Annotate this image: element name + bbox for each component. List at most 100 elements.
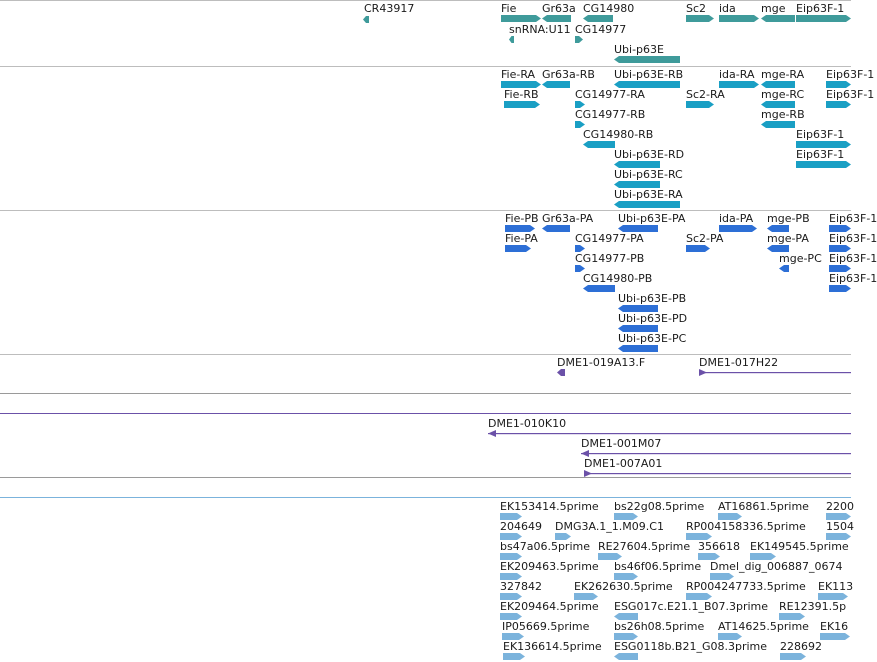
feature-glyph — [826, 101, 851, 108]
feature-label: 1504 — [826, 520, 854, 533]
feature-glyph — [779, 265, 789, 272]
feature-label: CG14977-PA — [575, 232, 644, 245]
feature-label: Fie — [501, 2, 517, 15]
feature-label: CG14977 — [575, 23, 627, 36]
feature-label: 327842 — [500, 580, 542, 593]
feature-label: CG14980-PB — [583, 272, 653, 285]
feature-label: EK209464.5prime — [500, 600, 599, 613]
feature-label: mge-RA — [761, 68, 805, 81]
feature-glyph — [750, 553, 776, 560]
feature-glyph — [555, 533, 571, 540]
feature-label: Gr63a — [542, 2, 576, 15]
feature-label: RP004158336.5prime — [686, 520, 806, 533]
feature-glyph — [829, 245, 851, 252]
feature-glyph — [575, 36, 583, 43]
feature-label: AT16861.5prime — [718, 500, 809, 513]
feature-label: RE12391.5p — [779, 600, 847, 613]
feature-glyph — [501, 81, 541, 88]
feature-glyph — [796, 161, 851, 168]
feature-glyph — [796, 141, 851, 148]
feature-glyph — [542, 15, 571, 22]
feature-label: DME1-017H22 — [699, 356, 779, 369]
track-separator — [0, 413, 851, 414]
feature-glyph — [761, 81, 795, 88]
feature-glyph — [583, 141, 615, 148]
feature-glyph — [500, 513, 522, 520]
track-separator — [0, 0, 851, 1]
feature-label: mge-RC — [761, 88, 805, 101]
feature-glyph — [614, 513, 638, 520]
feature-label: 228692 — [780, 640, 822, 653]
feature-glyph — [363, 16, 369, 23]
feature-label: Fie-PB — [505, 212, 539, 225]
feature-label: Ubi-p63E-RD — [614, 148, 685, 161]
feature-label: EK16 — [820, 620, 849, 633]
feature-glyph — [614, 653, 638, 660]
feature-glyph — [796, 15, 851, 22]
feature-glyph — [575, 245, 585, 252]
feature-glyph — [761, 101, 795, 108]
feature-label: Eip63F-1 — [796, 148, 845, 161]
feature-label: RE27604.5prime — [598, 540, 691, 553]
feature-glyph — [598, 553, 622, 560]
feature-label: EK136614.5prime — [503, 640, 602, 653]
feature-label: mge-PB — [767, 212, 810, 225]
feature-label: CG14980 — [583, 2, 635, 15]
feature-label: Eip63F-1 — [829, 272, 877, 285]
feature-label: ida-RA — [719, 68, 755, 81]
feature-label: Fie-RA — [501, 68, 536, 81]
feature-label: bs47a06.5prime — [500, 540, 590, 553]
feature-label: EK153414.5prime — [500, 500, 599, 513]
feature-label: 2200 — [826, 500, 854, 513]
feature-glyph — [829, 265, 851, 272]
feature-glyph — [575, 101, 585, 108]
feature-glyph — [826, 81, 851, 88]
feature-label: Dmel_dig_006887_0674 — [710, 560, 843, 573]
feature-label: EK209463.5prime — [500, 560, 599, 573]
feature-glyph — [826, 513, 851, 520]
feature-glyph — [500, 613, 522, 620]
feature-glyph — [829, 285, 851, 292]
feature-glyph — [686, 15, 714, 22]
feature-label: AT14625.5prime — [718, 620, 809, 633]
feature-label: CR43917 — [364, 2, 415, 15]
feature-glyph — [500, 573, 522, 580]
feature-label: Gr63a-RB — [542, 68, 595, 81]
feature-label: Eip63F-1 — [796, 2, 845, 15]
feature-glyph — [686, 593, 712, 600]
feature-label: CG14977-RA — [575, 88, 645, 101]
feature-glyph — [719, 15, 759, 22]
feature-label: Eip63F-1 — [829, 232, 877, 245]
feature-label: 356618 — [698, 540, 740, 553]
feature-label: Ubi-p63E-PC — [618, 332, 687, 345]
feature-label: EK262630.5prime — [574, 580, 673, 593]
feature-glyph — [780, 653, 806, 660]
feature-label: bs22g08.5prime — [614, 500, 705, 513]
feature-glyph — [542, 225, 570, 232]
feature-label: mge-PC — [779, 252, 822, 265]
feature-glyph — [698, 553, 720, 560]
feature-label: Fie-PA — [505, 232, 538, 245]
feature-glyph — [505, 225, 535, 232]
feature-label: CG14977-PB — [575, 252, 645, 265]
feature-glyph — [779, 613, 805, 620]
feature-glyph — [575, 121, 585, 128]
feature-glyph — [618, 305, 658, 312]
feature-glyph — [767, 225, 789, 232]
feature-label: Eip63F-1 — [826, 68, 875, 81]
feature-glyph — [829, 225, 851, 232]
feature-glyph — [614, 573, 638, 580]
feature-glyph — [718, 633, 742, 640]
feature-label: Ubi-p63E-PA — [618, 212, 686, 225]
feature-label: Ubi-p63E-PB — [618, 292, 687, 305]
feature-label: mge — [761, 2, 786, 15]
feature-glyph — [500, 553, 522, 560]
feature-glyph — [542, 81, 570, 88]
feature-glyph — [501, 15, 541, 22]
feature-glyph — [488, 430, 851, 437]
feature-glyph — [686, 245, 710, 252]
feature-glyph — [618, 225, 658, 232]
track-separator — [0, 393, 851, 394]
feature-label: ESG0118b.B21_G08.3prime — [614, 640, 768, 653]
